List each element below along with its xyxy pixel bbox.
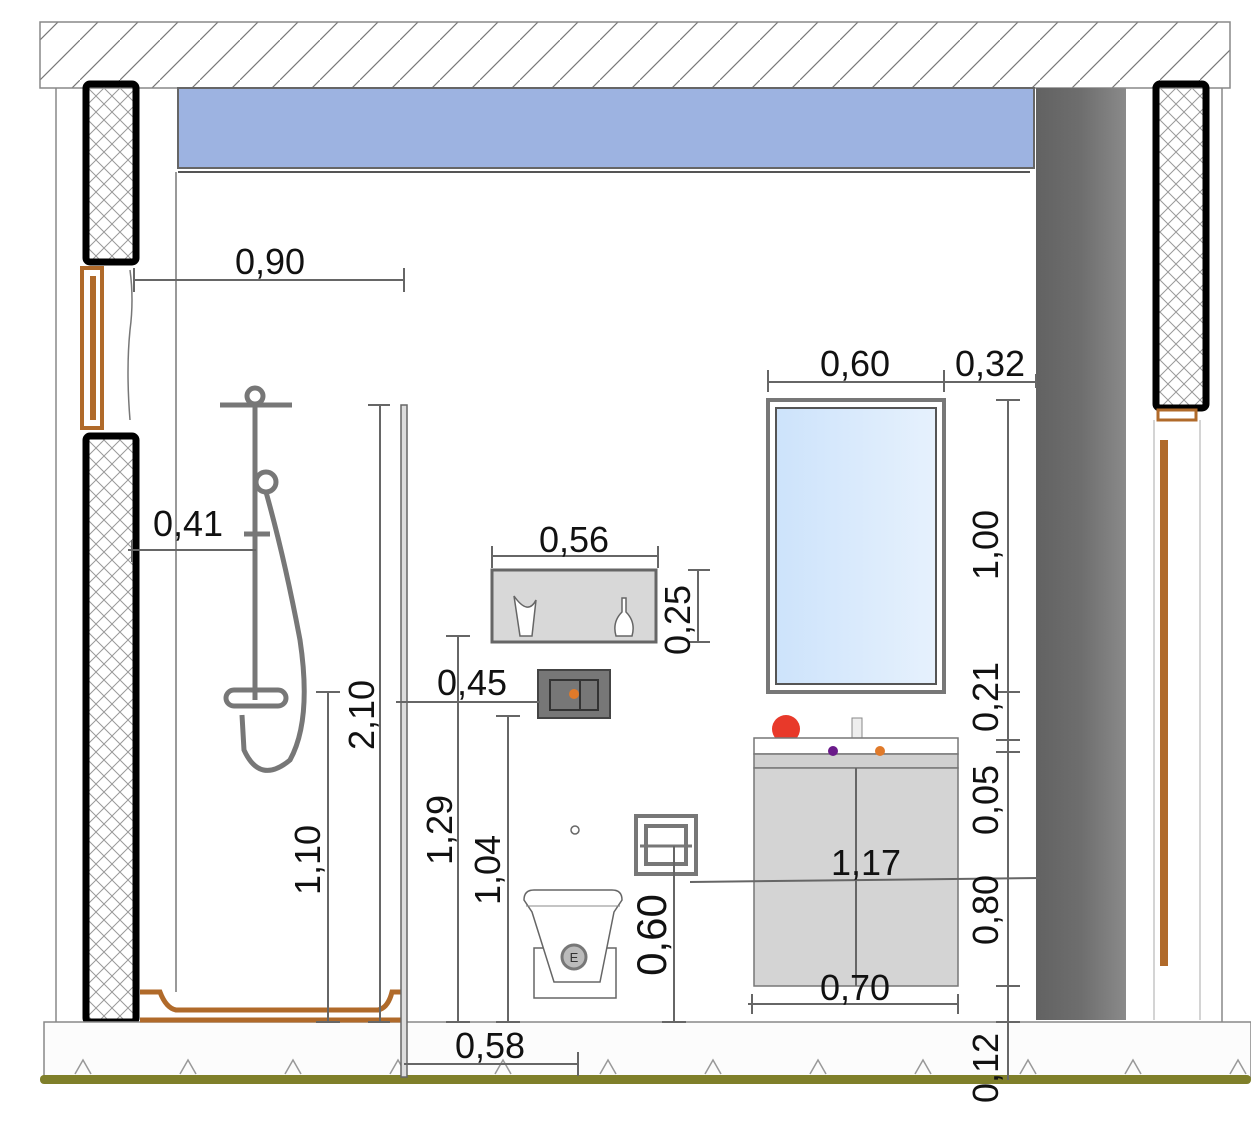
floor bbox=[40, 1021, 1251, 1084]
dim-outlet-offset: 1,17 bbox=[831, 842, 901, 883]
dim-mirror-to-column: 0,32 bbox=[955, 343, 1025, 384]
toilet-badge: E bbox=[570, 950, 579, 965]
shower-tray bbox=[140, 989, 402, 1023]
wall-niche bbox=[490, 568, 658, 644]
dim-mixer-height: 1,10 bbox=[287, 825, 328, 895]
dim-niche-width: 0,56 bbox=[539, 519, 609, 560]
wall-hung-toilet: E bbox=[523, 825, 623, 999]
dim-flush-offset: 0,45 bbox=[437, 662, 507, 703]
dim-toilet-top-height: 1,04 bbox=[467, 835, 508, 905]
right-wall bbox=[1152, 80, 1223, 1022]
dim-flush-height: 1,29 bbox=[419, 795, 460, 865]
vanity-unit bbox=[753, 715, 959, 987]
left-window bbox=[80, 266, 133, 430]
glass-partition bbox=[400, 404, 408, 1078]
dim-mirror-gap: 0,21 bbox=[965, 662, 1006, 732]
column bbox=[1036, 88, 1126, 1020]
dim-vanity-plinth: 0,12 bbox=[965, 1033, 1006, 1103]
left-wall bbox=[55, 80, 140, 1026]
mirror bbox=[766, 398, 946, 694]
wall-outlet[interactable] bbox=[634, 814, 698, 876]
dim-vanity-width: 0,70 bbox=[820, 967, 890, 1008]
dimension-lines bbox=[128, 268, 1041, 1080]
ceiling-slab bbox=[39, 21, 1231, 89]
dim-outlet-height: 0,60 bbox=[628, 894, 675, 976]
dim-vanity-height: 0,80 bbox=[965, 875, 1006, 945]
dim-basin-top: 0,05 bbox=[965, 765, 1006, 835]
dim-mirror-height: 1,00 bbox=[965, 510, 1006, 580]
ceiling-panel bbox=[177, 87, 1035, 169]
dim-shower-mixer-offset: 0,41 bbox=[153, 503, 223, 544]
marker-icon bbox=[772, 715, 800, 743]
dim-niche-height: 0,25 bbox=[657, 585, 698, 655]
dim-glass-height: 2,10 bbox=[341, 680, 382, 750]
dim-toilet-offset: 0,58 bbox=[455, 1025, 525, 1066]
dim-window-offset: 0,90 bbox=[235, 241, 305, 282]
flush-plate[interactable] bbox=[537, 669, 611, 719]
shower-set-icon bbox=[220, 385, 307, 773]
dim-mirror-width: 0,60 bbox=[820, 343, 890, 384]
